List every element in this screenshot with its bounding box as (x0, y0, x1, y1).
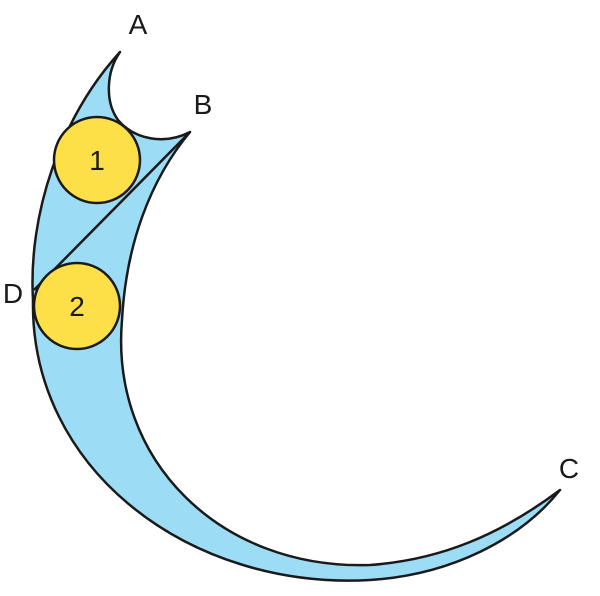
circle-1-label: 1 (89, 145, 105, 176)
circle-2-label: 2 (69, 291, 85, 322)
point-label-b: B (194, 89, 213, 120)
point-label-a: A (129, 9, 148, 40)
point-label-c: C (559, 453, 579, 484)
point-label-d: D (3, 278, 23, 309)
chord-bd (33, 131, 191, 291)
circle-1 (52, 115, 142, 205)
circle-2 (32, 261, 122, 351)
